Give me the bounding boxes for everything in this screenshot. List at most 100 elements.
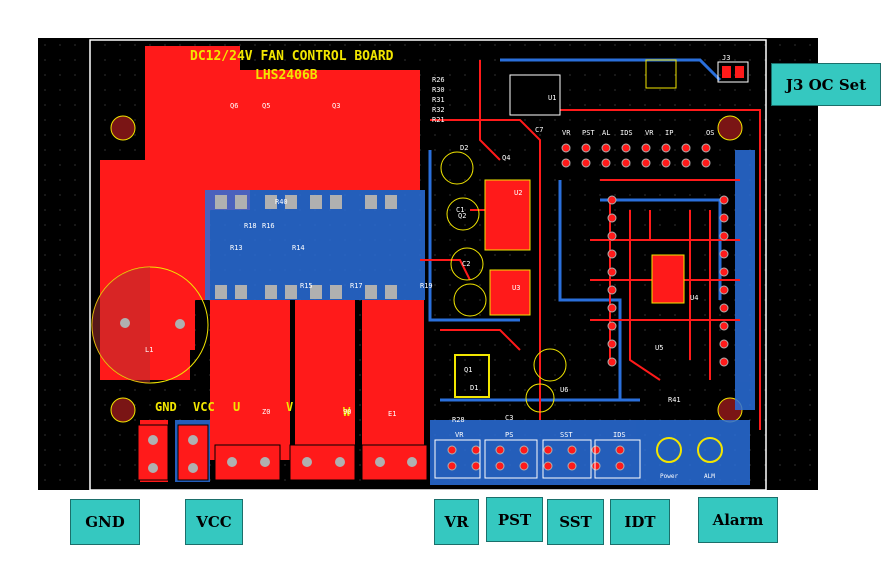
grid-dot	[704, 269, 706, 271]
grid-dot	[494, 44, 496, 46]
grid-dot	[44, 404, 46, 406]
grid-dot	[449, 224, 451, 226]
grid-dot	[509, 359, 511, 361]
grid-dot	[59, 464, 61, 466]
grid-dot	[479, 44, 481, 46]
grid-dot	[629, 89, 631, 91]
grid-dot	[599, 104, 601, 106]
grid-dot	[554, 44, 556, 46]
grid-dot	[554, 194, 556, 196]
grid-dot	[704, 209, 706, 211]
grid-dot	[794, 404, 796, 406]
component-label: R28	[452, 416, 465, 424]
grid-dot	[689, 389, 691, 391]
grid-dot	[644, 314, 646, 316]
component-label: R19	[420, 282, 433, 290]
grid-dot	[614, 119, 616, 121]
grid-dot	[539, 44, 541, 46]
grid-dot	[509, 164, 511, 166]
grid-dot	[449, 44, 451, 46]
grid-dot	[269, 59, 271, 61]
grid-dot	[554, 329, 556, 331]
grid-dot	[794, 434, 796, 436]
grid-dot	[434, 284, 436, 286]
grid-dot	[44, 179, 46, 181]
grid-dot	[674, 374, 676, 376]
grid-dot	[599, 209, 601, 211]
grid-dot	[629, 134, 631, 136]
grid-dot	[674, 224, 676, 226]
grid-dot	[644, 269, 646, 271]
grid-dot	[704, 314, 706, 316]
grid-dot	[359, 464, 361, 466]
grid-dot	[59, 74, 61, 76]
grid-dot	[104, 89, 106, 91]
led-label-alm: ALM	[704, 473, 715, 480]
grid-dot	[104, 104, 106, 106]
grid-dot	[719, 59, 721, 61]
grid-dot	[734, 44, 736, 46]
component-label: R18	[244, 222, 257, 230]
grid-dot	[614, 224, 616, 226]
grid-dot	[599, 284, 601, 286]
grid-dot	[434, 224, 436, 226]
grid-dot	[44, 359, 46, 361]
grid-dot	[119, 59, 121, 61]
grid-dot	[434, 89, 436, 91]
grid-dot	[569, 389, 571, 391]
grid-dot	[149, 404, 151, 406]
grid-dot	[44, 44, 46, 46]
callout-j3-oc-set: J3 OC Set	[771, 63, 881, 106]
grid-dot	[689, 44, 691, 46]
grid-dot	[629, 119, 631, 121]
header-silk-top: VR PST AL IDS VR IP OS	[562, 129, 714, 137]
grid-dot	[449, 209, 451, 211]
component-label: U3	[512, 284, 520, 292]
grid-dot	[509, 389, 511, 391]
grid-dot	[704, 389, 706, 391]
grid-dot	[464, 74, 466, 76]
grid-dot	[59, 434, 61, 436]
grid-dot	[644, 344, 646, 346]
grid-dot	[569, 89, 571, 91]
grid-dot	[734, 104, 736, 106]
grid-dot	[809, 329, 811, 331]
grid-dot	[809, 404, 811, 406]
grid-dot	[719, 314, 721, 316]
grid-dot	[449, 179, 451, 181]
grid-dot	[599, 44, 601, 46]
grid-dot	[74, 194, 76, 196]
j3-header	[717, 61, 749, 83]
grid-dot	[209, 44, 211, 46]
grid-dot	[794, 314, 796, 316]
grid-dot	[44, 134, 46, 136]
grid-dot	[314, 59, 316, 61]
grid-dot	[44, 239, 46, 241]
header-pin	[567, 445, 577, 455]
grid-dot	[659, 104, 661, 106]
grid-dot	[449, 239, 451, 241]
grid-dot	[74, 479, 76, 481]
grid-dot	[569, 44, 571, 46]
grid-dot	[719, 89, 721, 91]
grid-dot	[809, 374, 811, 376]
grid-dot	[644, 329, 646, 331]
grid-dot	[689, 119, 691, 121]
terminal-label-vcc: VCC	[193, 400, 215, 414]
grid-dot	[434, 269, 436, 271]
grid-dot	[449, 284, 451, 286]
grid-dot	[59, 284, 61, 286]
component-label: R17	[350, 282, 363, 290]
header-pin	[601, 143, 611, 153]
grid-dot	[74, 329, 76, 331]
grid-dot	[434, 164, 436, 166]
grid-dot	[779, 44, 781, 46]
grid-dot	[779, 389, 781, 391]
component-label: R30	[432, 86, 445, 94]
header-label-3: IDS	[620, 129, 633, 137]
component-label: E1	[388, 410, 396, 418]
grid-dot	[479, 149, 481, 151]
grid-dot	[104, 389, 106, 391]
grid-dot	[614, 89, 616, 91]
grid-dot	[464, 254, 466, 256]
